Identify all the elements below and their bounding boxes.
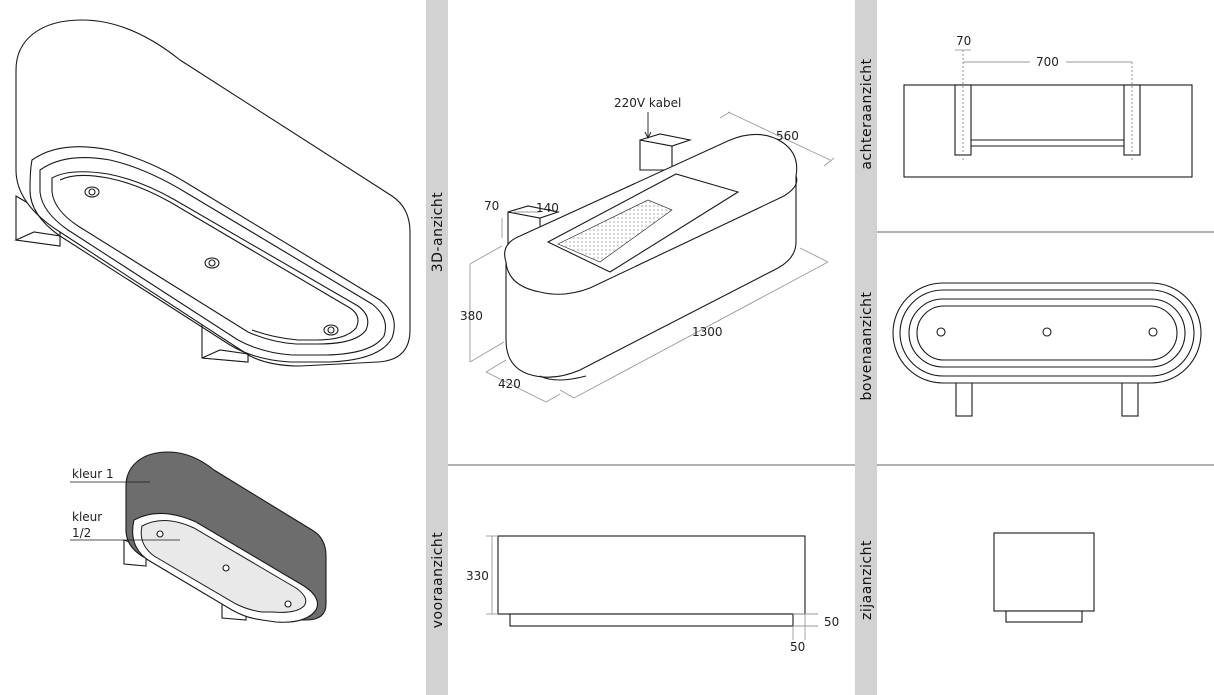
dim-bracket-140: 140: [536, 201, 559, 215]
dim-front-plinth-inset: 50: [790, 640, 805, 654]
dim-back-spacing: 700: [1036, 55, 1059, 69]
front-view: [486, 535, 818, 640]
dim-length: 1300: [692, 325, 723, 339]
divider-bar-left: [426, 0, 448, 695]
top-view: [892, 282, 1202, 417]
section-label-front: vooraanzicht: [430, 532, 446, 629]
dim-width: 420: [498, 377, 521, 391]
legend-colour-1: kleur 1: [72, 467, 114, 481]
back-view: [903, 49, 1193, 178]
dim-bracket-70: 70: [484, 199, 499, 213]
iso-line-drawing: [14, 19, 411, 367]
dim-front-height: 330: [466, 569, 489, 583]
dim-cable: 220V kabel: [614, 96, 681, 110]
dim-back-bracket: 70: [956, 34, 971, 48]
dim-front-plinth-height: 50: [824, 615, 839, 629]
section-label-side: zijaanzicht: [859, 540, 875, 620]
iso-colour-drawing: [70, 451, 327, 623]
section-label-top: bovenaanzicht: [859, 291, 875, 400]
section-label-back: achteraanzicht: [859, 58, 875, 169]
iso-dimensioned-view: [469, 111, 835, 403]
side-view: [993, 532, 1095, 623]
legend-colour-12-line1: kleur: [72, 510, 102, 524]
section-label-3d: 3D-anzicht: [430, 192, 446, 273]
dim-depth: 560: [776, 129, 799, 143]
dim-height: 380: [460, 309, 483, 323]
divider-bar-right: [855, 0, 877, 695]
legend-colour-12-line2: 1/2: [72, 526, 91, 540]
